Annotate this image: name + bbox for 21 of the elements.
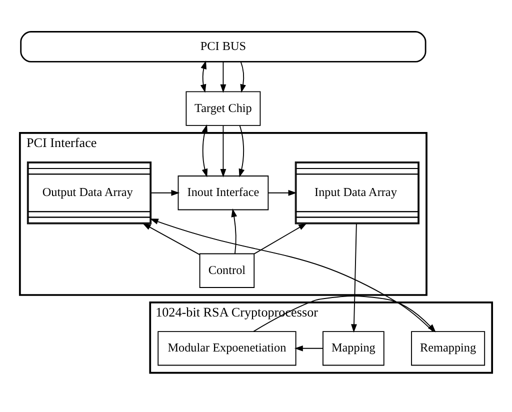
- arrow: [200, 60, 206, 93]
- arrow: [238, 125, 244, 178]
- arrow: [150, 190, 180, 196]
- node-box: PCI BUS: [20, 31, 426, 62]
- node-box: Control: [199, 253, 255, 288]
- arrow: [294, 345, 324, 352]
- arrow: [254, 223, 307, 254]
- arrow: [220, 125, 226, 178]
- arrow: [202, 124, 208, 178]
- arrow: [351, 223, 357, 333]
- arrow: [142, 223, 200, 256]
- node-box: Mapping: [322, 331, 384, 366]
- node-box: Target Chip: [186, 91, 261, 126]
- arrow: [231, 208, 238, 254]
- node-box: Remapping: [411, 331, 486, 366]
- node-box: Modular Expoenetiation: [158, 331, 296, 366]
- arrow: [268, 190, 297, 196]
- arrow: [150, 218, 434, 332]
- node-box: Inout Interface: [178, 176, 269, 210]
- arrow: [220, 61, 226, 93]
- arrow: [240, 61, 246, 93]
